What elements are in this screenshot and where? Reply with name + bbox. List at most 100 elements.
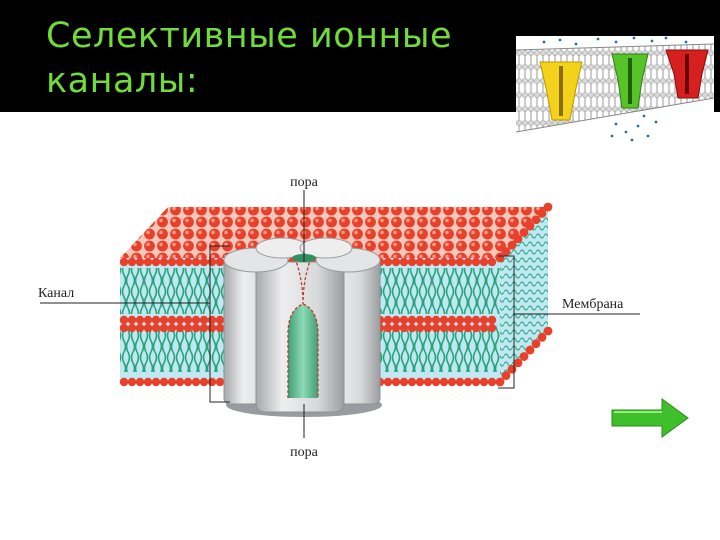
slide-title: Селективные ионные каналы:: [46, 14, 486, 104]
lipid-head: [526, 346, 535, 355]
title-line-2: каналы:: [46, 59, 486, 104]
lipid-head: [538, 333, 547, 342]
lipid-head: [464, 316, 472, 324]
next-slide-button[interactable]: [610, 398, 690, 438]
lipid-head: [176, 324, 184, 332]
channel-diagram: пора пора Канал Мембрана: [0, 112, 720, 540]
lipid-head: [400, 316, 408, 324]
lipid-head: [152, 324, 160, 332]
lipid-head: [168, 324, 176, 332]
lipid-head: [384, 378, 392, 386]
lipid-head: [184, 258, 192, 266]
lipid-head: [488, 258, 496, 266]
lipid-head: [168, 378, 176, 386]
lipid-head: [408, 258, 416, 266]
lipid-head: [480, 316, 488, 324]
lipid-head: [392, 378, 400, 386]
lipid-head: [136, 316, 144, 324]
lipid-head: [532, 215, 541, 224]
lipid-head: [464, 258, 472, 266]
lipid-head: [192, 324, 200, 332]
lipid-head: [408, 324, 416, 332]
lipid-head: [440, 324, 448, 332]
right-arrow-icon: [612, 399, 688, 437]
lipid-head: [168, 316, 176, 324]
lipid-head: [216, 316, 224, 324]
lipid-head: [544, 327, 553, 336]
lipid-head: [400, 324, 408, 332]
lipid-head: [416, 316, 424, 324]
lipid-head: [532, 339, 541, 348]
lipid-head: [456, 316, 464, 324]
lipid-head: [448, 378, 456, 386]
lipid-head: [152, 316, 160, 324]
lipid-head: [128, 316, 136, 324]
lipid-head: [496, 254, 505, 263]
lipid-head: [392, 316, 400, 324]
lipid-head: [384, 258, 392, 266]
lipid-head: [464, 378, 472, 386]
lipid-head: [184, 316, 192, 324]
lipid-head: [136, 324, 144, 332]
lipid-head: [392, 324, 400, 332]
lipid-head: [128, 378, 136, 386]
lipid-head: [384, 316, 392, 324]
lipid-head: [136, 378, 144, 386]
pore-top-label: пора: [290, 175, 318, 190]
membrane-label: Мембрана: [562, 297, 624, 312]
lipid-head: [440, 258, 448, 266]
lipid-head: [400, 258, 408, 266]
lipid-head: [216, 258, 224, 266]
lipid-head: [520, 352, 529, 361]
lipid-head: [184, 378, 192, 386]
lipid-head: [144, 316, 152, 324]
lipid-head: [408, 316, 416, 324]
lipid-head: [440, 378, 448, 386]
lipid-head: [120, 324, 128, 332]
lipid-head: [440, 316, 448, 324]
lipid-head: [424, 324, 432, 332]
lipid-head: [488, 378, 496, 386]
lipid-head: [200, 316, 208, 324]
lipid-head: [508, 241, 517, 250]
lipid-head: [508, 365, 517, 374]
lipid-head: [128, 258, 136, 266]
lipid-head: [152, 378, 160, 386]
lipid-head: [416, 378, 424, 386]
lipid-head: [448, 316, 456, 324]
lipid-head: [472, 378, 480, 386]
lipid-head: [424, 378, 432, 386]
lipid-head: [432, 324, 440, 332]
lipid-head: [192, 258, 200, 266]
channel-protein: [224, 238, 382, 417]
lipid-head: [432, 378, 440, 386]
lipid-head: [448, 324, 456, 332]
lipid-head: [432, 258, 440, 266]
lipid-head: [544, 203, 553, 212]
lipid-head: [472, 258, 480, 266]
lipid-head: [152, 258, 160, 266]
lipid-head: [200, 258, 208, 266]
lipid-head: [488, 316, 496, 324]
lipid-head: [520, 228, 529, 237]
lipid-head: [128, 324, 136, 332]
title-line-1: Селективные ионные: [46, 14, 486, 59]
lipid-head: [184, 324, 192, 332]
lipid-head: [384, 324, 392, 332]
channel-label: Канал: [38, 286, 74, 301]
lipid-head: [200, 378, 208, 386]
lipid-head: [456, 258, 464, 266]
lipid-head: [502, 371, 511, 380]
lipid-head: [432, 316, 440, 324]
lipid-head: [424, 258, 432, 266]
lipid-head: [502, 247, 511, 256]
lipid-head: [472, 316, 480, 324]
lipid-head: [144, 324, 152, 332]
lipid-head: [176, 316, 184, 324]
lipid-head: [480, 258, 488, 266]
lipid-head: [192, 316, 200, 324]
lipid-head: [408, 378, 416, 386]
lipid-head: [448, 258, 456, 266]
lipid-head: [200, 324, 208, 332]
lipid-head: [456, 378, 464, 386]
